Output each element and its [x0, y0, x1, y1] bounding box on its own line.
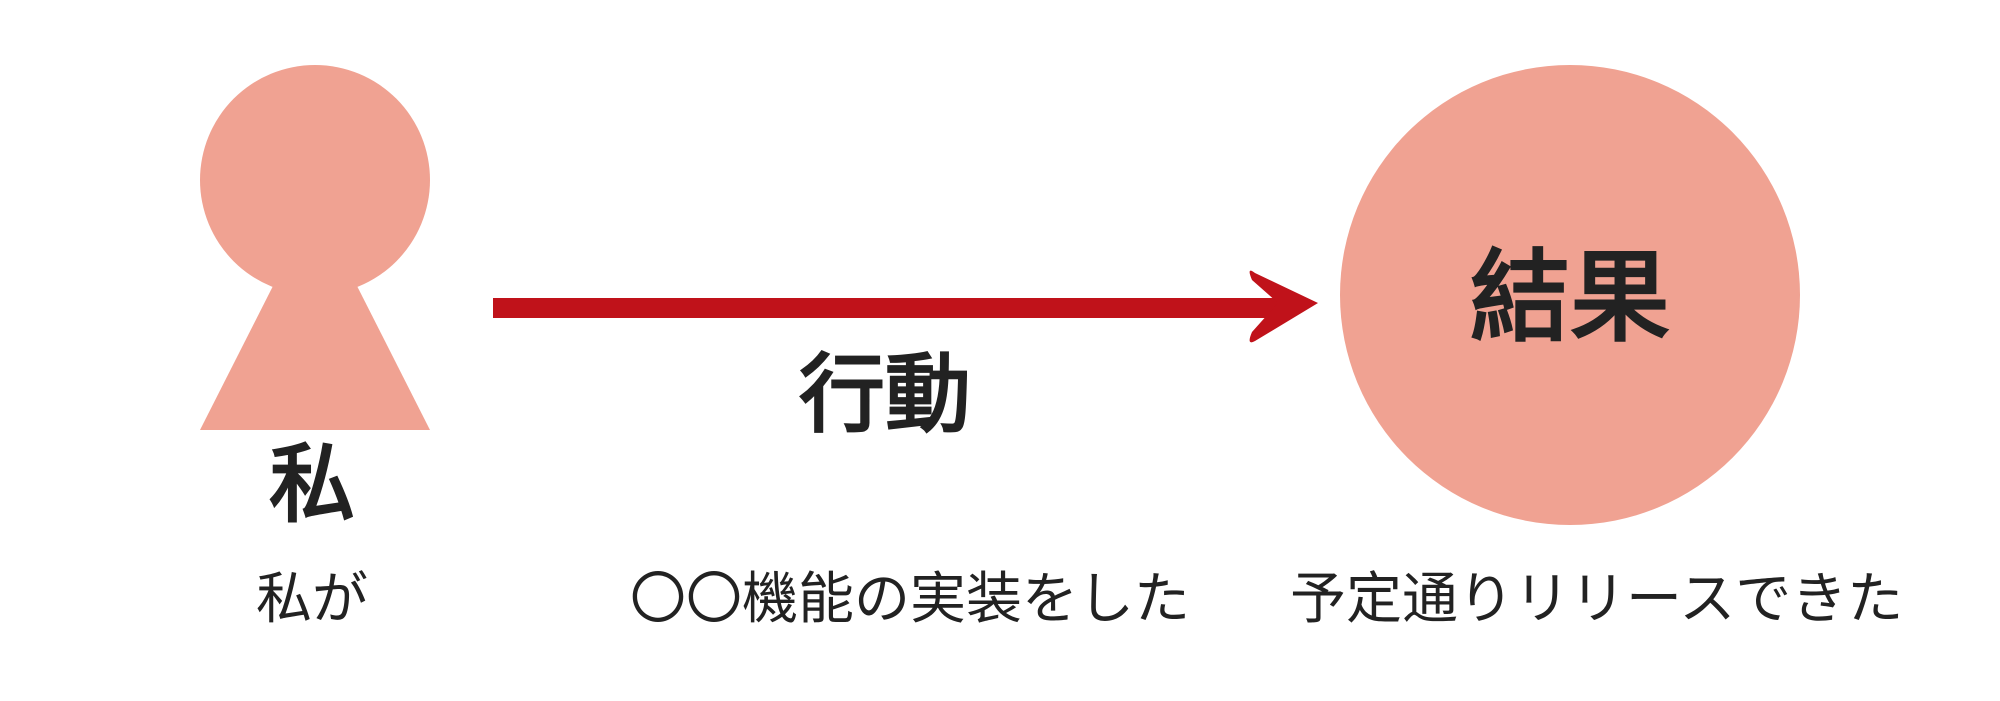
result-circle: [1340, 65, 1800, 525]
person-body: [200, 282, 430, 430]
action-caption: 〇〇機能の実装をした: [630, 567, 1190, 632]
person-icon: [200, 65, 430, 430]
result-caption: 予定通りリリースできた: [1290, 567, 1904, 632]
arrow-head: [1249, 270, 1318, 343]
arrow-shaft: [493, 298, 1293, 318]
person-head: [200, 65, 430, 295]
arrow-right-icon: [493, 270, 1318, 343]
